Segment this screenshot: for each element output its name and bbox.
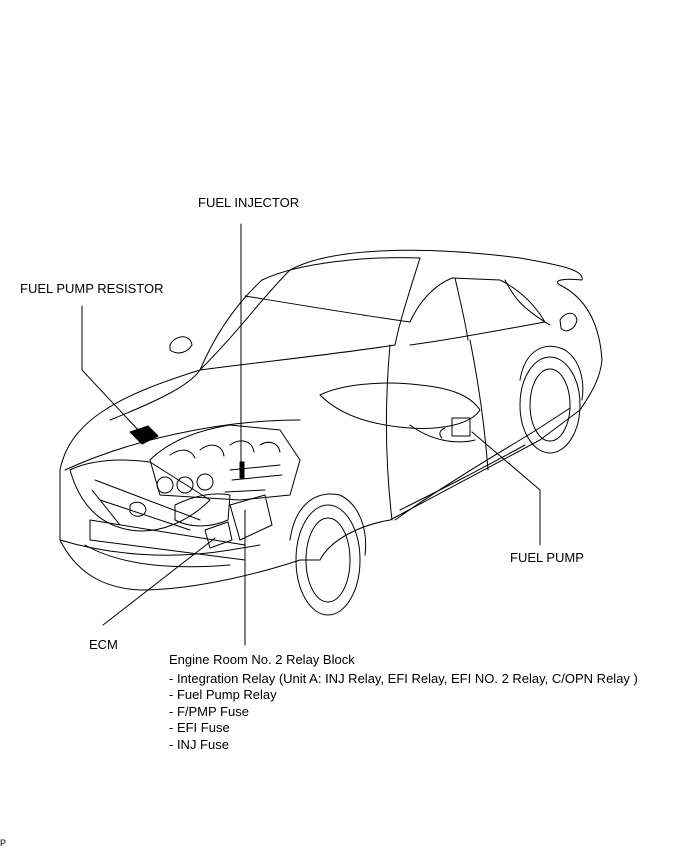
fuel-pump-resistor-icon	[129, 425, 159, 445]
relay-block-item: - EFI Fuse	[169, 720, 230, 736]
relay-block-icon	[229, 494, 273, 541]
relay-block-item: - F/PMP Fuse	[169, 703, 249, 719]
engine-illustration	[149, 424, 301, 541]
relay-block-item: - INJ Fuse	[169, 736, 229, 752]
fuel-pump-label: FUEL PUMP	[510, 550, 584, 565]
fuel-tank-illustration	[319, 382, 481, 443]
fuel-pump-icon	[451, 417, 471, 437]
fuel-pump-leader	[471, 431, 541, 546]
relay-block-item: - Fuel Pump Relay	[169, 687, 277, 703]
footer-mark: P	[0, 838, 7, 848]
car-body	[59, 249, 603, 616]
fuel-injector-label: FUEL INJECTOR	[198, 195, 300, 210]
fuel-pump-resistor-leader	[81, 305, 141, 433]
relay-block-item: - Integration Relay (Unit A: INJ Relay, …	[169, 671, 638, 686]
fuel-injector-icon	[239, 461, 245, 479]
ecm-icon	[204, 521, 233, 549]
relay-block-contents: - Integration Relay (Unit A: INJ Relay, …	[169, 671, 638, 753]
fuel-pump-resistor-label: FUEL PUMP RESISTOR	[20, 281, 164, 296]
ecm-leader	[102, 537, 216, 626]
relay-block-title: Engine Room No. 2 Relay Block	[169, 652, 355, 667]
ecm-label: ECM	[89, 637, 118, 652]
